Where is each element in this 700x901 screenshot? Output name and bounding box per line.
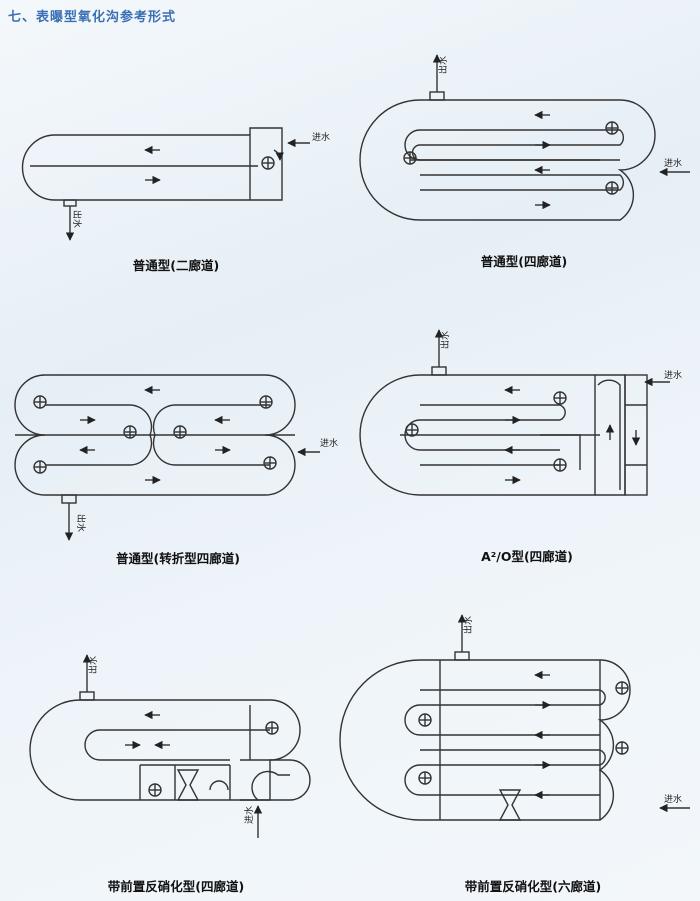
d2-inlet-label: 进水: [664, 157, 682, 169]
d1-inlet-label: 进水: [312, 131, 330, 143]
d4-inlet-label: 进水: [664, 369, 682, 381]
d6-outlet-label: 出水: [462, 616, 474, 634]
caption-d4: A²/O型(四廊道): [481, 549, 573, 564]
caption-d6: 带前置反硝化型(六廊道): [464, 879, 602, 894]
d5-outlet-label: 出水: [87, 656, 99, 674]
d3-inlet-label: 进水: [320, 437, 338, 449]
d2-outlet-label: 出水: [437, 56, 449, 74]
diagram-predenitrification-six: [339, 614, 690, 821]
diagram-four-corridor: [359, 54, 690, 221]
caption-d1: 普通型(二廊道): [132, 258, 220, 273]
diagram-a2o-four-corridor: [359, 329, 670, 496]
caption-d5: 带前置反硝化型(四廊道): [107, 879, 245, 894]
d5-inlet-label: 进水: [243, 806, 255, 824]
d1-outlet-label: 出水: [71, 210, 83, 228]
diagram-two-corridor: [21, 127, 310, 241]
d3-outlet-label: 出水: [75, 514, 87, 532]
diagram-predenitrification-four: [29, 654, 311, 838]
d6-inlet-label: 进水: [664, 793, 682, 805]
page-header: 七、表曝型氧化沟参考形式: [8, 10, 177, 25]
d4-outlet-label: 出水: [439, 331, 451, 349]
diagram-folded-four-corridor: [14, 374, 320, 541]
caption-d3: 普通型(转折型四廊道): [116, 551, 240, 566]
caption-d2: 普通型(四廊道): [480, 254, 568, 269]
